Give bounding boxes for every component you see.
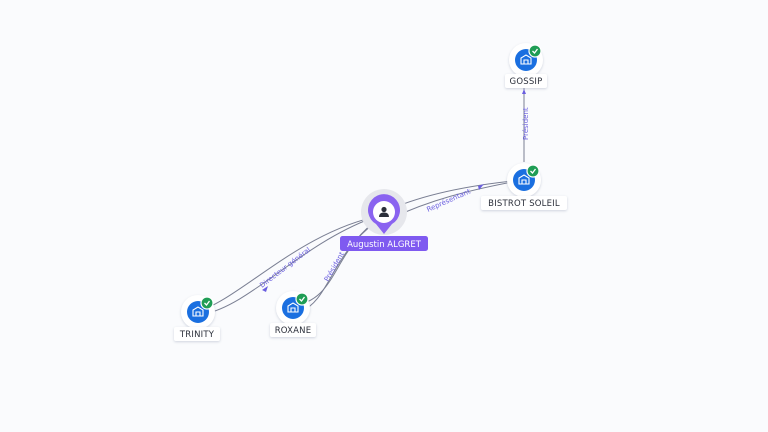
- arrow-icon: [522, 89, 526, 94]
- verified-icon: [528, 44, 542, 58]
- node-label: GOSSIP: [510, 77, 543, 87]
- node-label: ROXANE: [275, 326, 312, 336]
- node-roxane[interactable]: ROXANE: [270, 291, 316, 337]
- person-label-box: [340, 236, 428, 251]
- verified-icon: [526, 164, 540, 178]
- user-icon: [379, 206, 389, 217]
- building-icon: [518, 174, 530, 185]
- node-label-box: [174, 327, 220, 341]
- node-trinity[interactable]: TRINITY: [174, 295, 220, 341]
- building-icon: [192, 306, 204, 317]
- arrow-icon: [478, 184, 484, 190]
- edge-label: Président: [522, 107, 530, 140]
- verified-icon: [200, 296, 214, 310]
- verified-icon: [295, 292, 309, 306]
- node-label-box: [505, 74, 547, 88]
- building-icon: [520, 54, 532, 65]
- node-person-augustin-algret[interactable]: Augustin ALGRET: [340, 189, 428, 251]
- arrow-icon: [262, 286, 268, 292]
- node-label-box: [270, 323, 316, 337]
- building-icon: [287, 302, 299, 313]
- person-label: Augustin ALGRET: [347, 240, 422, 250]
- edge-gossip-bistrot-soleil[interactable]: Président: [522, 78, 530, 162]
- node-label: BISTROT SOLEIL: [488, 199, 560, 209]
- node-gossip[interactable]: GOSSIP: [505, 43, 547, 88]
- edge-label: Directeur général: [258, 246, 312, 290]
- node-label: TRINITY: [179, 330, 215, 340]
- node-bistrot-soleil[interactable]: BISTROT SOLEIL: [481, 163, 567, 210]
- edge-label: Président: [323, 250, 346, 283]
- node-label-box: [481, 196, 567, 210]
